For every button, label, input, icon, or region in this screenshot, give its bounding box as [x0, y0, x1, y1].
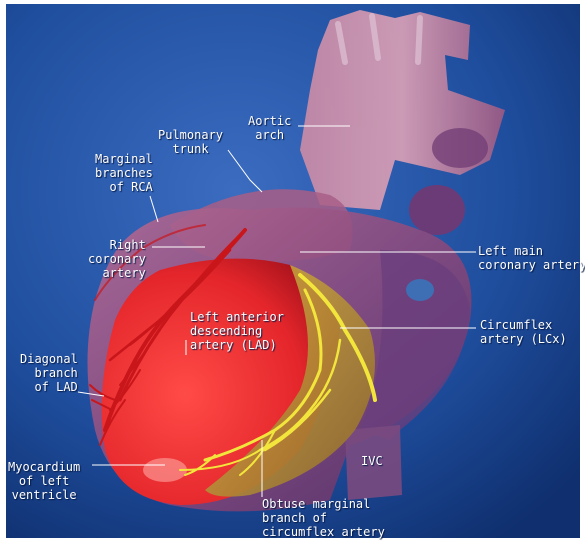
label-ivc: IVC — [361, 454, 383, 468]
pulmonary-vein-shape — [409, 185, 465, 235]
vessel-opening — [406, 279, 434, 301]
